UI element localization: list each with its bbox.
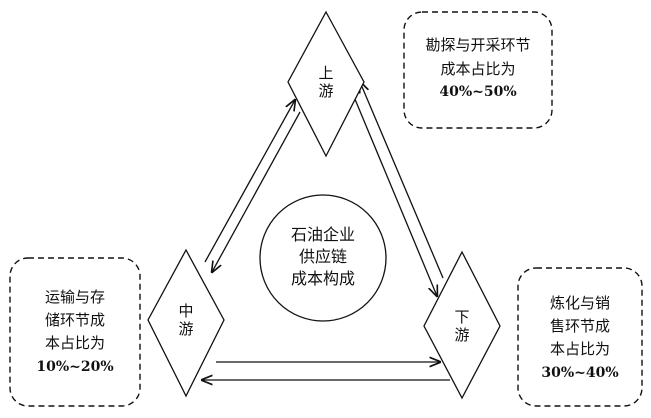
callout-upstream-line2: 成本占比为 xyxy=(440,60,515,78)
midstream-label-line1: 中 xyxy=(178,302,193,320)
callout-downstream-line2: 售环节成 xyxy=(550,317,610,335)
callout-downstream-value: 30%~40% xyxy=(541,365,618,381)
arrow-upstream-to-midstream xyxy=(212,111,301,272)
center-label-line1: 石油企业 xyxy=(291,225,355,244)
upstream-label-line2: 游 xyxy=(318,82,333,100)
callout-midstream-box xyxy=(9,257,141,407)
callout-upstream-line1: 勘探与开采环节 xyxy=(425,36,530,54)
callout-downstream: 炼化与销 售环节成 本占比为 30%~40% xyxy=(517,267,643,407)
center-label-line3: 成本构成 xyxy=(291,269,355,288)
upstream-label-line1: 上 xyxy=(318,64,333,82)
callout-upstream-box xyxy=(403,11,553,129)
midstream-diamond xyxy=(147,248,225,398)
node-downstream: 下 游 xyxy=(423,250,501,400)
center-node: 石油企业 供应链 成本构成 xyxy=(259,194,387,322)
callout-upstream: 勘探与开采环节 成本占比为 40%~50% xyxy=(403,11,553,129)
arrow-upstream-to-downstream xyxy=(351,91,437,296)
downstream-label-line2: 游 xyxy=(454,326,469,344)
node-midstream: 中 游 xyxy=(147,248,225,398)
arrow-downstream-to-upstream xyxy=(360,82,444,279)
midstream-label-line2: 游 xyxy=(178,320,193,338)
callout-midstream-value: 10%~20% xyxy=(36,359,113,375)
node-upstream: 上 游 xyxy=(287,10,365,158)
downstream-diamond xyxy=(423,250,501,400)
callout-midstream-line1: 运输与存 xyxy=(45,288,105,306)
callout-midstream-line2: 储环节成 xyxy=(45,311,105,329)
arrow-midstream-to-upstream xyxy=(204,100,295,263)
callout-downstream-line3: 本占比为 xyxy=(550,340,610,358)
callout-upstream-value: 40%~50% xyxy=(439,84,516,100)
callout-downstream-box xyxy=(517,267,643,407)
callout-midstream: 运输与存 储环节成 本占比为 10%~20% xyxy=(9,257,141,407)
upstream-diamond xyxy=(287,10,365,158)
center-label-line2: 供应链 xyxy=(299,247,347,266)
downstream-label-line1: 下 xyxy=(454,308,469,326)
callout-downstream-line1: 炼化与销 xyxy=(550,294,610,312)
callout-midstream-line3: 本占比为 xyxy=(45,334,105,352)
center-circle xyxy=(259,194,387,322)
